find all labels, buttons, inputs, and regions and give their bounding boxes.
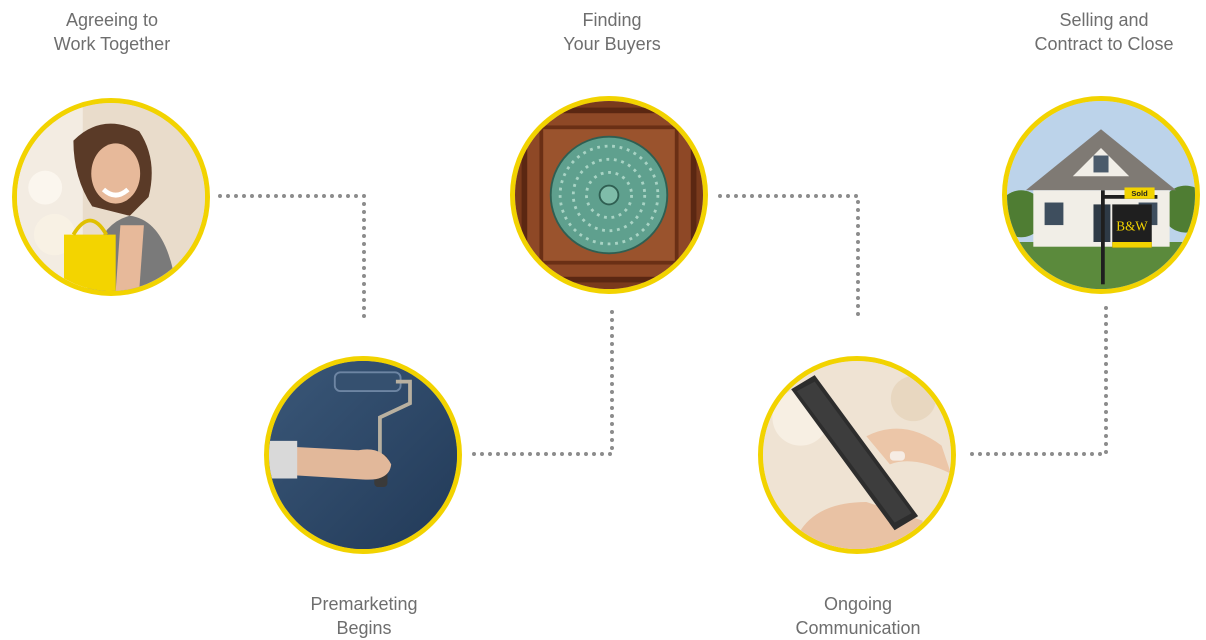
connector-2-3: [472, 304, 614, 456]
step-4-line1: Ongoing: [823, 594, 893, 614]
sign-logo-text: B&W: [1116, 219, 1148, 234]
step-1-line2: Work Together: [53, 34, 171, 54]
sold-sign-text: Sold: [1131, 189, 1148, 198]
step-5-line2: Contract to Close: [1034, 34, 1174, 54]
step-4-photo: [758, 356, 956, 554]
step-2-line2: Begins: [336, 618, 392, 638]
step-5-line1: Selling and: [1059, 10, 1149, 30]
step-1-photo: [12, 98, 210, 296]
step-5-title: Selling and Contract to Close: [984, 8, 1206, 56]
step-4-title: Ongoing Communication: [738, 592, 978, 640]
paint-roller-photo-icon: [269, 361, 457, 549]
step-2-line1: Premarketing: [310, 594, 418, 614]
shopping-woman-photo-icon: [17, 103, 205, 291]
connector-3-4: [718, 194, 860, 322]
connector-1-2: [218, 194, 366, 322]
step-4-line2: Communication: [795, 618, 921, 638]
smartphone-photo-icon: [763, 361, 951, 549]
step-2-title: Premarketing Begins: [244, 592, 484, 640]
step-5-photo: Sold B&W: [1002, 96, 1200, 294]
step-1-title: Agreeing to Work Together: [0, 8, 232, 56]
step-3-line1: Finding: [582, 10, 642, 30]
sold-house-photo-icon: Sold B&W: [1007, 101, 1195, 289]
connector-4-5: [970, 304, 1108, 456]
step-2-photo: [264, 356, 462, 554]
step-3-line2: Your Buyers: [563, 34, 661, 54]
step-3-title: Finding Your Buyers: [492, 8, 732, 56]
door-knob-photo-icon: [515, 101, 703, 289]
step-1-line1: Agreeing to: [65, 10, 159, 30]
step-3-photo: [510, 96, 708, 294]
